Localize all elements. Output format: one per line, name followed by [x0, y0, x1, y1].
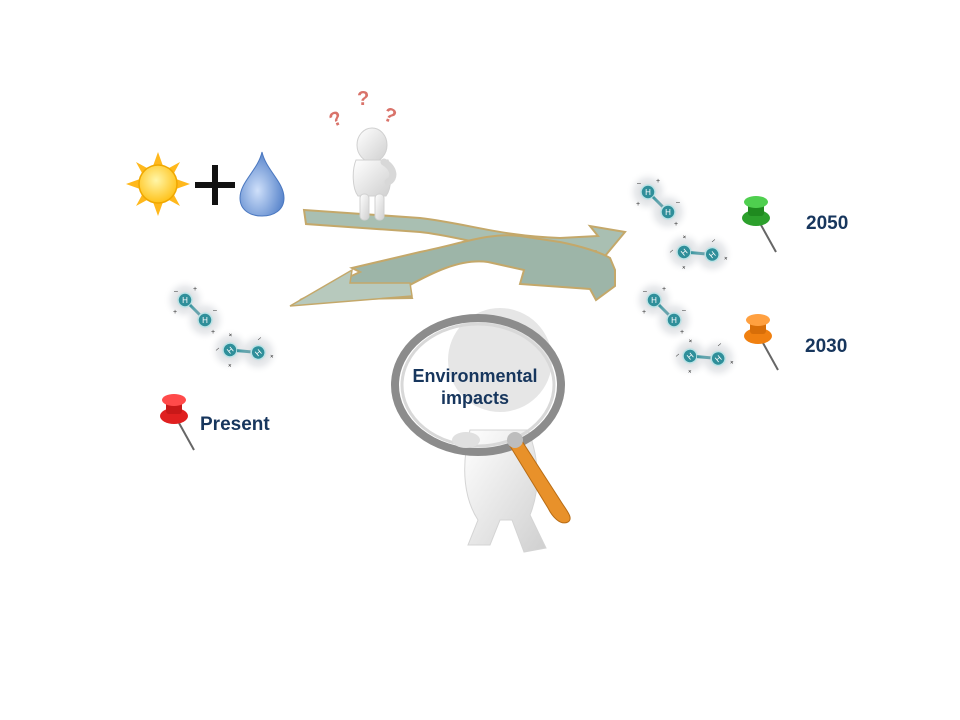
hydrogen-molecule-icon: [624, 168, 692, 236]
present-label: Present: [200, 414, 270, 435]
question-mark: ?: [326, 107, 346, 132]
sun-icon: [126, 152, 190, 216]
environmental-impacts-line2: impacts: [440, 388, 510, 408]
environmental-impacts-line1: Environmental: [412, 366, 538, 386]
plus-icon: [195, 165, 235, 205]
year-2030-label: 2030: [805, 336, 848, 357]
water-drop-icon: [239, 151, 285, 217]
question-mark: ?: [380, 104, 399, 129]
year-2050-label: 2050: [806, 213, 849, 234]
pushpin-icon: [742, 196, 777, 253]
environmental-impacts-label: Environmental impacts: [380, 365, 570, 409]
crossroad-arrows-icon: [289, 208, 627, 307]
question-mark: ?: [357, 88, 369, 110]
magnifier-person-icon: [391, 308, 571, 553]
pushpin-icon: [744, 314, 779, 371]
pushpin-icon: [160, 394, 195, 451]
hydrogen-molecule-icon: [630, 276, 698, 344]
thinking-person-icon: [352, 127, 397, 221]
